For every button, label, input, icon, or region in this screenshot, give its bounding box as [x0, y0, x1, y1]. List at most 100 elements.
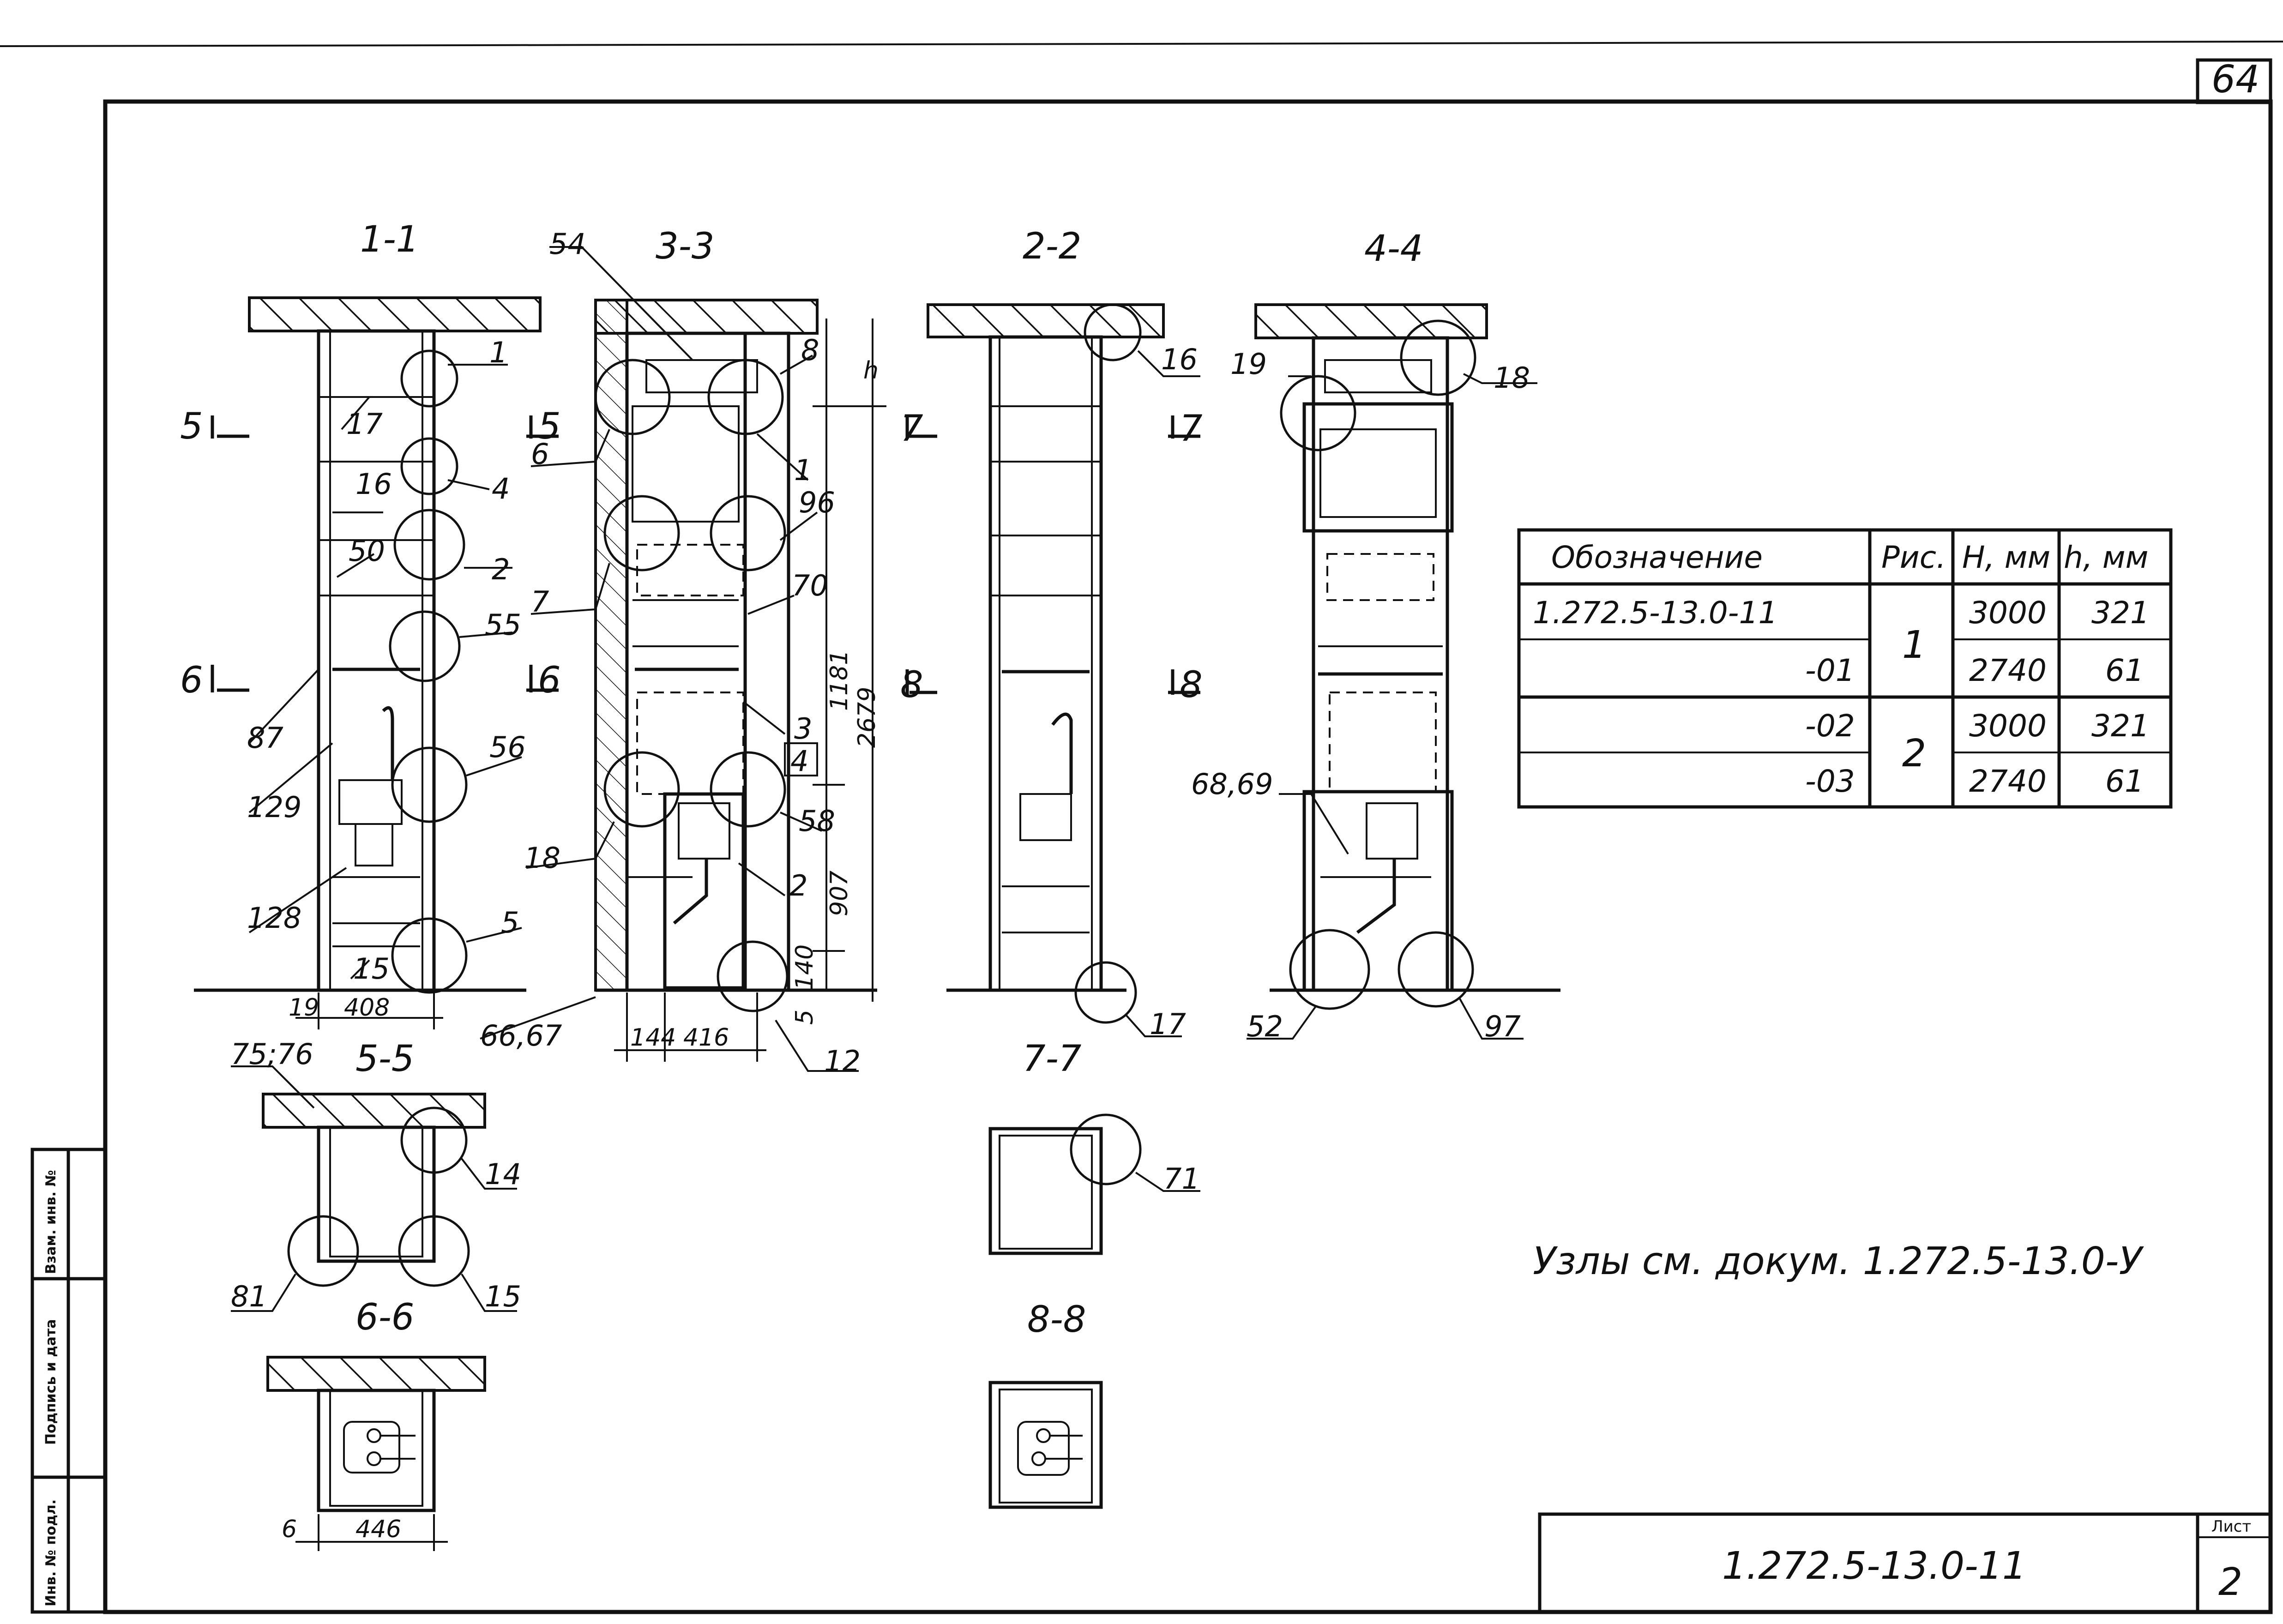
- callout-5-5-75-76: 75;76: [231, 1037, 313, 1071]
- sheet-label: Лист: [2211, 1517, 2251, 1536]
- table-header-designation: Обозначение: [1551, 540, 1763, 575]
- callout-3-3-18: 18: [524, 841, 560, 875]
- callout-7-7-71: 71: [1163, 1162, 1200, 1196]
- title-block: 1.272.5-13.0-11 Лист 2: [1538, 1512, 2272, 1614]
- nodes-reference-note: Узлы см. докум. 1.272.5-13.0-У: [1533, 1239, 2144, 1283]
- table-cell-designation: -03: [1805, 764, 1855, 799]
- table-cell-h: 61: [2105, 653, 2144, 688]
- dim-140: 140: [791, 944, 819, 990]
- designation-table: Обозначение Рис. H, мм h, мм 1.272.5-13.…: [1517, 528, 2173, 809]
- view-8-8: 8-8: [988, 1299, 1103, 1509]
- callout-4-4-18: 18: [1494, 361, 1530, 395]
- dim-144: 144: [630, 1024, 676, 1052]
- table-cell-H: 2740: [1969, 653, 2047, 688]
- callout-5-5-81: 81: [231, 1280, 267, 1313]
- callout-3-3-8: 8: [801, 333, 819, 367]
- stamp-signature-date: Подпись и дата: [43, 1319, 59, 1445]
- callout-1-1-17: 17: [346, 407, 383, 441]
- callout-1-1-4: 4: [492, 472, 510, 505]
- section-label-6-6: 6-6: [355, 1297, 414, 1338]
- callout-1-1-56: 56: [489, 730, 526, 764]
- callout-5-5-15: 15: [485, 1280, 521, 1313]
- view-2-2: 2-2 7 7 8 8 16 17: [900, 226, 1203, 1041]
- dim-h: h: [863, 357, 879, 385]
- callout-3-3-1: 1: [794, 453, 812, 487]
- callout-3-3-4: 4: [790, 744, 808, 778]
- view-7-7: 7-7 71: [988, 1038, 1200, 1255]
- callout-3-3-54: 54: [549, 227, 586, 261]
- callout-2-2-17: 17: [1150, 1007, 1186, 1041]
- table-cell-h: 321: [2091, 708, 2150, 744]
- cut-mark-6-left: 6: [180, 660, 203, 701]
- table-header-fig: Рис.: [1881, 540, 1946, 575]
- callout-1-1-15: 15: [353, 952, 390, 986]
- callout-4-4-97: 97: [1484, 1010, 1521, 1043]
- cut-mark-6-right: 6: [538, 660, 561, 701]
- section-label-2-2: 2-2: [1023, 226, 1081, 267]
- page-number: 64: [2211, 58, 2259, 102]
- side-stamp: Взам. инв. № Подпись и дата Инв. № подл.: [30, 1148, 107, 1614]
- section-label-7-7: 7-7: [1023, 1038, 1081, 1080]
- view-5-5: 5-5 75;76 14 81 15: [231, 1037, 521, 1313]
- callout-1-1-1: 1: [489, 336, 507, 369]
- view-6-6: 6-6 6 446: [266, 1297, 486, 1551]
- table-cell-designation: 1.272.5-13.0-11: [1533, 595, 1777, 631]
- table-cell-H: 3000: [1969, 595, 2047, 631]
- table-cell-designation: -01: [1805, 653, 1855, 688]
- callout-3-3-7: 7: [531, 585, 549, 619]
- callout-1-1-2: 2: [492, 553, 510, 586]
- view-3-3: 3-3 54: [480, 226, 886, 1078]
- table-cell-designation: -02: [1805, 708, 1855, 744]
- section-label-8-8: 8-8: [1027, 1299, 1086, 1341]
- sheet-frame: 64: [0, 41, 2283, 1614]
- table-cell-fig: 2: [1902, 732, 1926, 776]
- cut-mark-8-left: 8: [900, 664, 923, 706]
- cut-mark-5-left: 5: [180, 406, 203, 447]
- dim-2679: 2679: [853, 687, 881, 748]
- callout-1-1-129: 129: [247, 790, 301, 824]
- table-cell-fig: 1: [1902, 623, 1926, 667]
- cut-mark-7-left: 7: [900, 408, 923, 450]
- callout-1-1-16: 16: [355, 467, 392, 501]
- document-code: 1.272.5-13.0-11: [1722, 1544, 2026, 1588]
- callout-3-3-66-67: 66,67: [480, 1019, 562, 1053]
- callout-3-3-3: 3: [794, 712, 812, 746]
- callout-3-3-70: 70: [792, 569, 828, 602]
- callout-1-1-55: 55: [485, 608, 521, 642]
- table-header-H: H, мм: [1962, 540, 2050, 575]
- view-4-4: 4-4 19 18 68,69 52 97: [1191, 228, 1560, 1043]
- callout-3-3-2: 2: [789, 869, 807, 902]
- section-label-3-3: 3-3: [656, 226, 714, 267]
- section-label-5-5: 5-5: [355, 1038, 414, 1080]
- dim-446: 446: [355, 1516, 401, 1543]
- table-cell-H: 3000: [1969, 708, 2047, 744]
- callout-5-5-14: 14: [485, 1157, 521, 1191]
- callout-4-4-68-69: 68,69: [1191, 767, 1273, 801]
- view-1-1: 1-1 5 5 6 6: [180, 219, 561, 1029]
- dim-6: 6: [282, 1516, 297, 1543]
- table-cell-h: 321: [2091, 595, 2150, 631]
- callout-4-4-52: 52: [1247, 1010, 1283, 1043]
- dim-5: 5: [791, 1010, 819, 1025]
- callout-1-1-50: 50: [349, 534, 385, 568]
- dim-416: 416: [683, 1024, 729, 1052]
- callout-4-4-19: 19: [1230, 347, 1267, 381]
- callout-1-1-128: 128: [247, 901, 301, 935]
- stamp-inv-replace: Взам. инв. №: [43, 1170, 59, 1274]
- cut-mark-5-right: 5: [538, 406, 561, 447]
- callout-1-1-5: 5: [501, 906, 519, 939]
- callout-1-1-87: 87: [247, 721, 283, 755]
- section-label-4-4: 4-4: [1364, 228, 1423, 270]
- stamp-inv-original: Инв. № подл.: [43, 1499, 59, 1606]
- dim-907: 907: [825, 871, 853, 916]
- dim-19: 19: [289, 994, 319, 1022]
- callout-3-3-12: 12: [824, 1044, 861, 1078]
- callout-3-3-96: 96: [799, 486, 835, 519]
- section-label-1-1: 1-1: [360, 219, 419, 260]
- dim-408: 408: [344, 994, 390, 1022]
- table-cell-H: 2740: [1969, 764, 2047, 799]
- cut-mark-7-right: 7: [1180, 408, 1203, 450]
- callout-2-2-16: 16: [1161, 343, 1198, 376]
- dim-1181: 1181: [825, 650, 853, 711]
